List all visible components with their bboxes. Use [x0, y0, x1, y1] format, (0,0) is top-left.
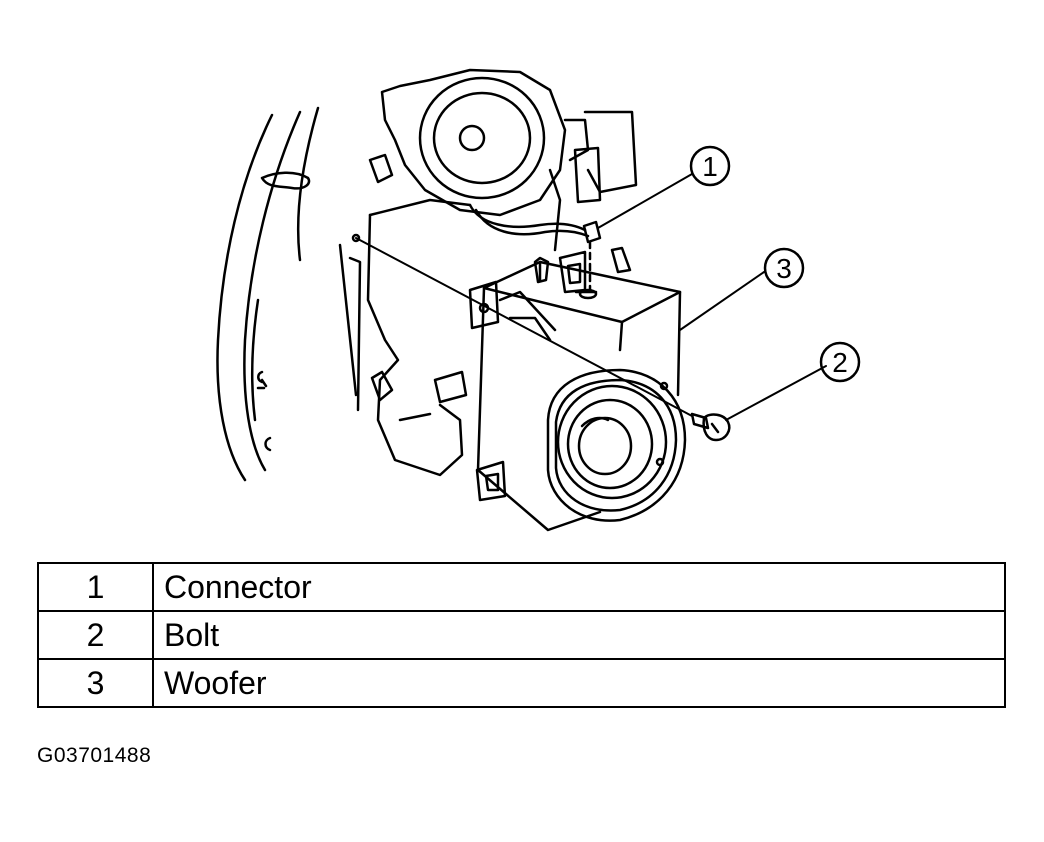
callout-number: 2	[832, 347, 848, 378]
callout-number: 3	[776, 253, 792, 284]
bolt-part	[690, 412, 731, 442]
part-name: Connector	[152, 562, 1006, 612]
table-row: 3 Woofer	[37, 658, 1006, 708]
callout-number: 1	[702, 151, 718, 182]
part-number: 2	[37, 610, 154, 660]
part-name: Bolt	[152, 610, 1006, 660]
mounting-bracket	[338, 198, 472, 477]
figure-id: G03701488	[37, 744, 152, 767]
woofer-box	[468, 246, 682, 532]
upper-speaker	[368, 68, 638, 252]
callout-1: 1	[689, 145, 731, 187]
leader-line-1	[597, 173, 693, 229]
alignment-line	[355, 237, 693, 417]
leader-line-3	[679, 271, 765, 331]
woofer-exploded-illustration: 1 2 3	[216, 68, 861, 532]
part-name: Woofer	[152, 658, 1006, 708]
wire-harness	[468, 203, 590, 238]
part-number: 3	[37, 658, 154, 708]
alignment-origin	[351, 233, 361, 243]
parts-legend-table: 1 Connector 2 Bolt 3 Woofer	[37, 562, 1006, 708]
table-row: 1 Connector	[37, 562, 1006, 612]
connector-part	[578, 220, 602, 300]
callout-3: 3	[763, 247, 805, 289]
vehicle-body-panel	[216, 106, 320, 482]
leader-line-2	[725, 365, 827, 421]
table-row: 2 Bolt	[37, 610, 1006, 660]
woofer-cone	[546, 368, 687, 522]
callout-2: 2	[819, 341, 861, 383]
part-number: 1	[37, 562, 154, 612]
